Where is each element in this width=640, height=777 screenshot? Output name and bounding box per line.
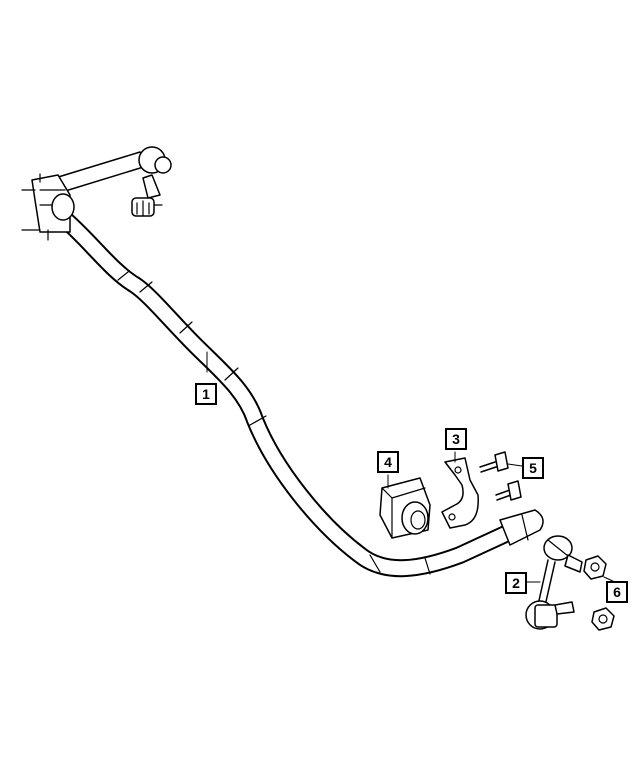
nuts — [583, 555, 615, 631]
bolts — [479, 451, 522, 501]
callout-1: 1 — [195, 383, 217, 405]
stabilizer-bar — [51, 206, 544, 578]
upper-left-link-assembly — [21, 146, 172, 241]
leader-lines — [206, 351, 618, 584]
callout-6: 6 — [606, 581, 628, 603]
callout-4: 4 — [377, 451, 399, 473]
bushing-retainer — [441, 457, 479, 529]
bushing — [379, 477, 431, 539]
stabilizer-link — [525, 535, 583, 630]
callout-5: 5 — [522, 457, 544, 479]
callout-2: 2 — [505, 572, 527, 594]
callout-3: 3 — [445, 428, 467, 450]
